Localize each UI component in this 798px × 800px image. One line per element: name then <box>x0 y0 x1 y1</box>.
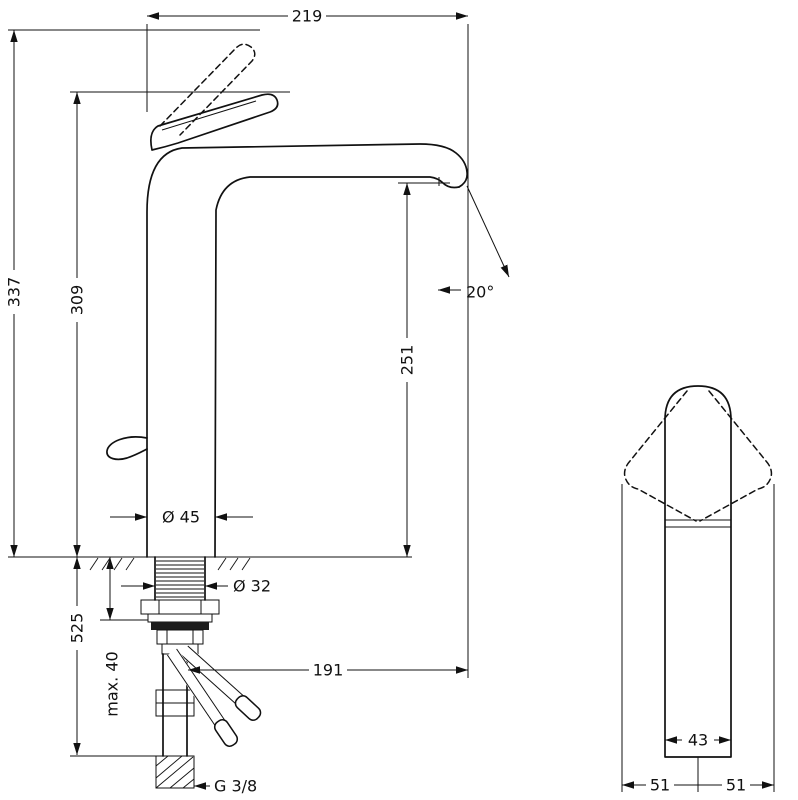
dim-height-handle-label: 309 <box>68 285 87 316</box>
dim-thread: G 3/8 <box>194 777 257 796</box>
dim-hose-length: 525 <box>68 557 156 757</box>
dim-spout-reach: 191 <box>188 661 468 680</box>
dim-spout-reach-label: 191 <box>313 661 344 680</box>
dim-depth-label: 43 <box>688 731 708 750</box>
supply-pipe <box>155 653 195 789</box>
dim-spout-angle: 20° <box>438 185 510 302</box>
dim-depth: 43 <box>665 731 731 750</box>
dim-dia-shank: Ø 32 <box>121 577 271 596</box>
dim-max-thickness: max. 40 <box>100 557 148 717</box>
dim-dia-body-label: Ø 45 <box>162 508 200 527</box>
side-body-outline <box>664 385 732 758</box>
dim-swing-right-label: 51 <box>726 776 746 795</box>
mounting-hardware <box>140 599 220 655</box>
handle-swing-dashed <box>623 390 773 522</box>
faucet-body-outline <box>146 143 468 558</box>
dim-height-total: 337 <box>5 29 260 558</box>
threaded-shank <box>154 556 206 601</box>
dim-max-thickness-label: max. 40 <box>103 651 122 716</box>
dim-dia-body: Ø 45 <box>110 508 253 527</box>
side-lever <box>106 436 148 461</box>
handle-raised-dashed <box>159 43 256 136</box>
faucet-handle <box>150 93 279 151</box>
dim-width-top: 219 <box>146 7 469 678</box>
flex-hoses <box>166 645 262 747</box>
front-view: 219 337 309 251 <box>5 7 510 796</box>
dim-swing: 51 51 <box>621 484 775 795</box>
dim-thread-label: G 3/8 <box>214 777 257 796</box>
dim-height-total-label: 337 <box>5 277 24 308</box>
dim-hose-length-label: 525 <box>68 613 87 644</box>
dim-height-spout: 251 <box>398 182 450 557</box>
dim-height-handle: 309 <box>68 91 290 557</box>
dim-width-top-label: 219 <box>292 7 323 26</box>
dim-spout-angle-label: 20° <box>466 283 494 302</box>
dim-height-spout-label: 251 <box>398 345 417 376</box>
side-view: 43 51 51 <box>621 385 775 795</box>
dim-swing-left-label: 51 <box>650 776 670 795</box>
dim-dia-shank-label: Ø 32 <box>233 577 271 596</box>
counter-line <box>85 556 412 571</box>
